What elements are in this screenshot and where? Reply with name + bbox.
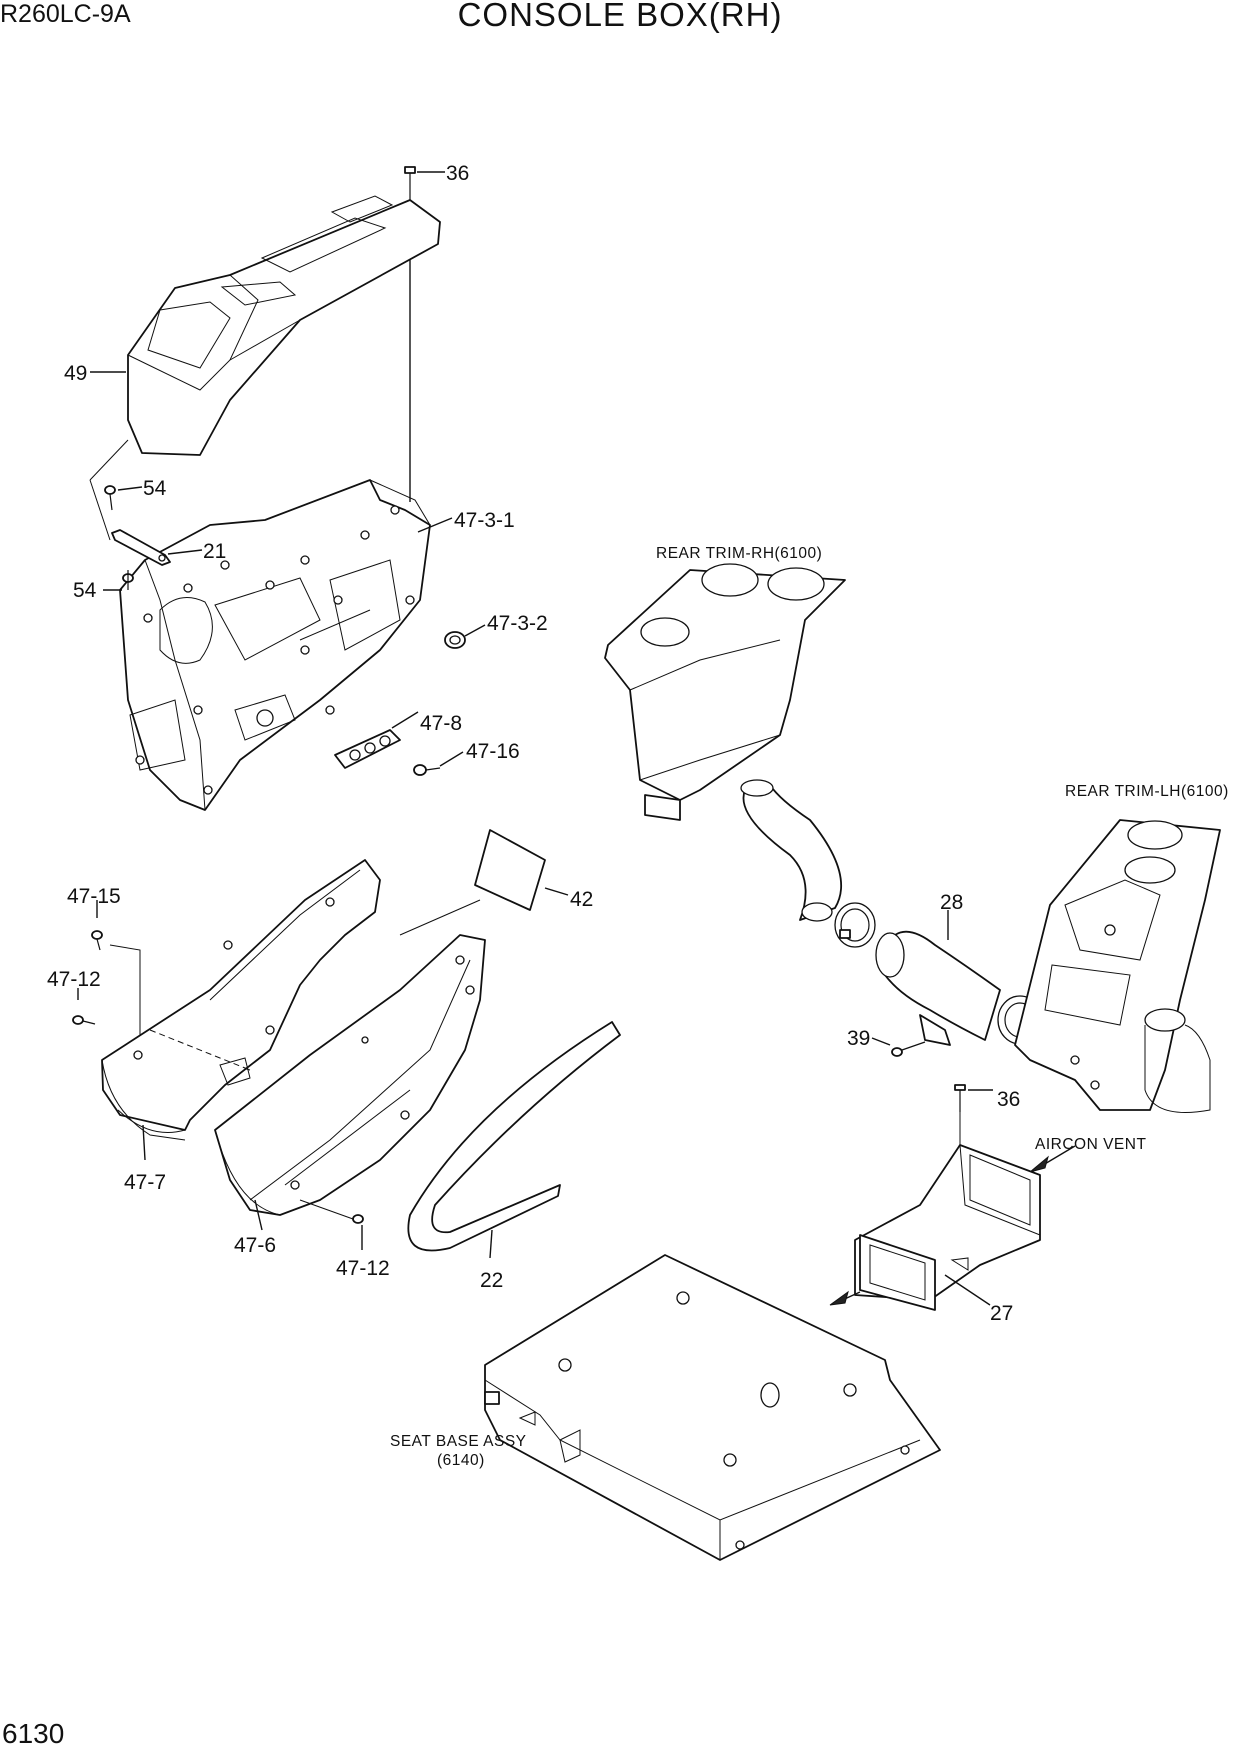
callout-47-3-1: 47-3-1	[454, 509, 515, 532]
callout-47-7: 47-7	[124, 1171, 166, 1194]
bolt-47-16	[413, 751, 464, 776]
model-number: R260LC-9A	[0, 0, 131, 28]
leader-cover-to-bolt	[89, 439, 129, 481]
ref-rear-trim-rh: REAR TRIM-RH(6100)	[656, 545, 822, 562]
callout-21: 21	[203, 540, 226, 563]
callout-42: 42	[570, 888, 593, 911]
ref-rear-trim-lh: REAR TRIM-LH(6100)	[1065, 783, 1229, 800]
callout-47-16: 47-16	[466, 740, 520, 763]
side-cover-47-7	[101, 859, 381, 1161]
page-number: 6130	[2, 1718, 65, 1749]
screw-39	[871, 1037, 926, 1057]
side-cover-47-6	[214, 899, 486, 1231]
callout-47-15: 47-15	[67, 885, 121, 908]
grommet-47-3-2	[444, 624, 486, 649]
callout-47-6: 47-6	[234, 1234, 276, 1257]
bracket-21	[111, 529, 203, 566]
rear-trim-lh	[1014, 819, 1221, 1113]
callout-47-12-left: 47-12	[47, 968, 101, 991]
callout-36-top: 36	[446, 162, 469, 185]
callout-49: 49	[64, 362, 87, 385]
duct-hose	[740, 779, 842, 922]
ref-aircon-vent: AIRCON VENT	[1035, 1136, 1146, 1153]
seat-base-assy	[484, 1254, 941, 1561]
callout-47-8: 47-8	[420, 712, 462, 735]
hose-clamp	[834, 902, 876, 948]
plate-47-8	[334, 711, 419, 769]
label-sheet-42	[474, 829, 569, 911]
vent-duct-27	[854, 1144, 1041, 1311]
console-cover-49	[90, 195, 441, 456]
ref-seat-base-number: (6140)	[437, 1452, 485, 1469]
callout-22: 22	[480, 1269, 503, 1292]
bolt-47-12-left	[72, 988, 96, 1025]
page-title: CONSOLE BOX(RH)	[457, 0, 783, 33]
callout-47-3-2: 47-3-2	[487, 612, 548, 635]
bolt-47-12-right	[299, 1199, 364, 1250]
elbow-duct-28	[875, 910, 1001, 1046]
callout-54-upper: 54	[143, 477, 167, 500]
bolt-54-lower	[103, 570, 134, 591]
rear-trim-rh	[604, 563, 846, 821]
frame-bracket-47-3-1	[119, 479, 453, 811]
callout-36-right: 36	[997, 1088, 1020, 1111]
callout-47-12-right: 47-12	[336, 1257, 390, 1280]
seat-base-arrow	[829, 1290, 861, 1306]
bolt-54-upper	[104, 485, 143, 511]
callout-39: 39	[847, 1027, 870, 1050]
aircon-vent-arrow	[1029, 1145, 1076, 1173]
edge-trim-22	[407, 1021, 621, 1259]
callout-54-lower: 54	[73, 579, 97, 602]
ref-seat-base: SEAT BASE ASSY	[390, 1433, 527, 1450]
callout-28: 28	[940, 891, 963, 914]
leader-bolt-to-bracket	[89, 479, 111, 541]
callout-27: 27	[990, 1302, 1013, 1325]
